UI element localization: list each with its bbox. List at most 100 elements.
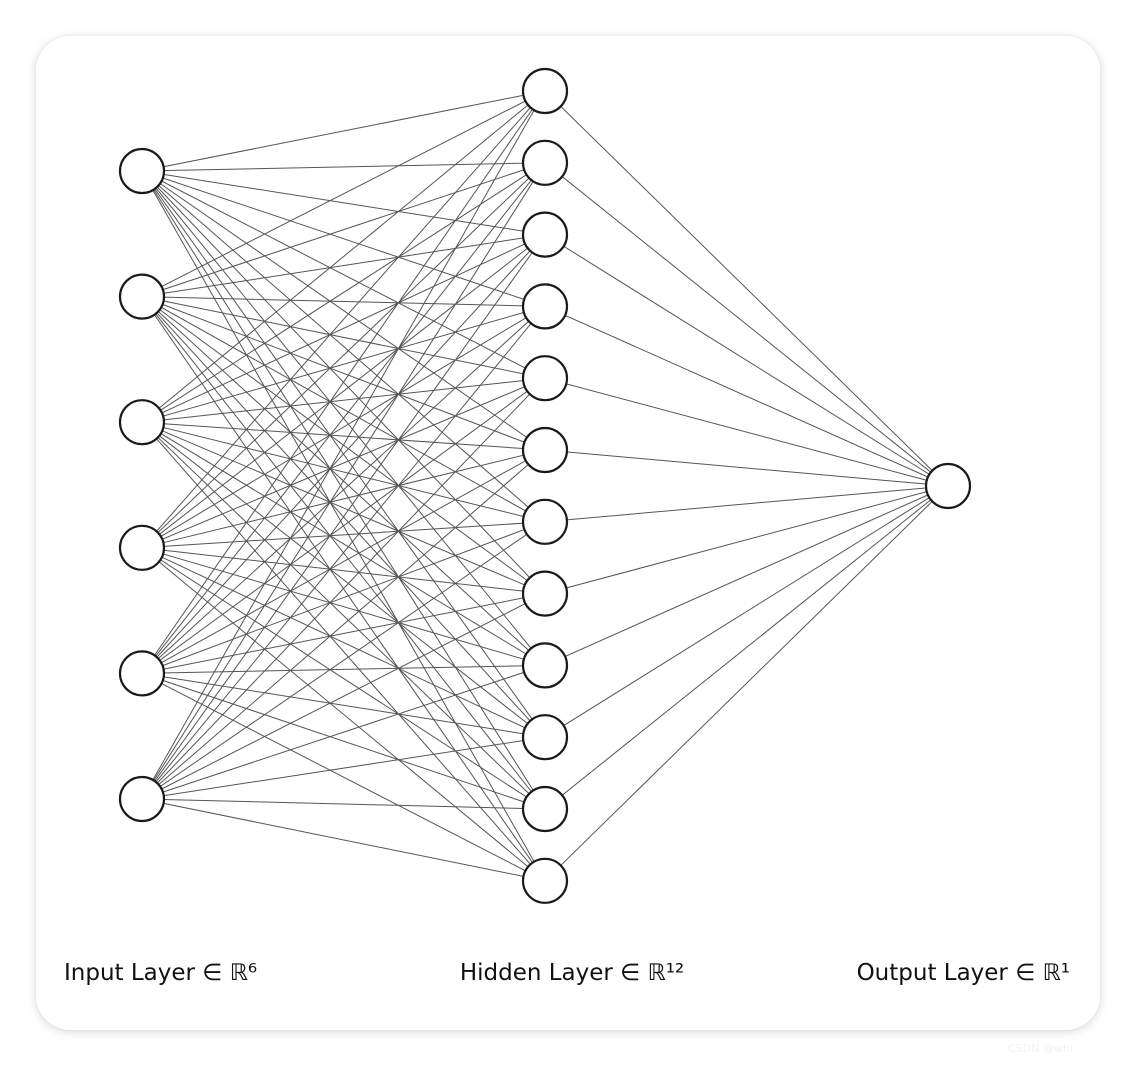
edge-input-5-to-hidden-6 [141, 521, 546, 800]
input-node-4 [118, 524, 166, 571]
hidden-node-7 [521, 498, 569, 545]
edge-input-2-to-hidden-5 [141, 421, 546, 451]
edge-input-4-to-hidden-4 [141, 377, 546, 674]
edge-input-4-to-hidden-8 [141, 664, 546, 674]
hidden-node-9 [521, 642, 569, 689]
edge-input-4-to-hidden-5 [141, 449, 546, 674]
hidden-node-4 [521, 283, 569, 330]
edge-input-3-to-hidden-2 [141, 234, 546, 549]
edge-input-4-to-hidden-1 [141, 162, 546, 674]
watermark-text: CSDN @whi [1008, 1042, 1073, 1055]
edge-input-5-to-hidden-1 [141, 162, 546, 800]
edge-input-4-to-hidden-0 [141, 90, 546, 674]
edge-input-0-to-hidden-2 [141, 170, 546, 236]
edge-input-2-to-hidden-1 [141, 162, 546, 423]
hidden-layer-label: Hidden Layer ∈ ℝ¹² [460, 960, 684, 986]
edge-hidden-1-to-output-0 [544, 162, 949, 487]
edge-input-3-to-hidden-3 [141, 305, 546, 549]
edge-input-4-to-hidden-11 [141, 672, 546, 882]
edge-input-0-to-hidden-6 [141, 170, 546, 523]
hidden-node-1 [521, 67, 569, 115]
edge-input-2-to-hidden-7 [141, 421, 546, 595]
hidden-node-3 [521, 211, 569, 258]
edge-hidden-5-to-output-0 [544, 449, 949, 487]
edge-input-0-to-hidden-4 [141, 170, 546, 379]
output-layer-label: Output Layer ∈ ℝ¹ [857, 960, 1070, 986]
hidden-node-6 [521, 426, 569, 474]
edge-input-2-to-hidden-4 [141, 377, 546, 423]
edge-input-0-to-hidden-1 [141, 162, 546, 172]
edge-input-1-to-hidden-3 [141, 296, 546, 307]
edge-input-5-to-hidden-2 [141, 234, 546, 800]
edge-hidden-7-to-output-0 [544, 485, 949, 595]
edge-input-5-to-hidden-8 [141, 664, 546, 800]
edge-input-2-to-hidden-2 [141, 234, 546, 423]
edge-input-3-to-hidden-8 [141, 547, 546, 666]
edge-input-2-to-hidden-3 [141, 305, 546, 423]
edge-input-4-to-hidden-3 [141, 306, 546, 674]
edge-input-4-to-hidden-10 [141, 672, 546, 810]
edge-input-3-to-hidden-5 [141, 449, 546, 549]
hidden-node-10 [521, 714, 569, 761]
edge-input-1-to-hidden-0 [141, 90, 546, 298]
edge-input-3-to-hidden-1 [141, 162, 546, 549]
edge-input-1-to-hidden-2 [141, 234, 546, 298]
edge-input-5-to-hidden-3 [141, 306, 546, 800]
input-node-6 [118, 775, 166, 823]
edge-input-3-to-hidden-9 [141, 547, 546, 738]
hidden-node-12 [521, 857, 569, 904]
hidden-node-5 [521, 355, 569, 402]
edge-input-0-to-hidden-5 [141, 170, 546, 451]
edge-input-4-to-hidden-6 [141, 521, 546, 674]
input-node-5 [118, 650, 166, 697]
hidden-node-2 [521, 139, 569, 186]
edge-input-4-to-hidden-7 [141, 593, 546, 674]
edge-hidden-3-to-output-0 [544, 305, 949, 487]
edges-group [141, 90, 949, 882]
edge-input-3-to-hidden-10 [141, 547, 546, 810]
input-layer-label: Input Layer ∈ ℝ⁶ [64, 960, 257, 986]
edge-input-1-to-hidden-1 [141, 162, 546, 298]
edge-input-5-to-hidden-7 [141, 593, 546, 800]
edge-input-2-to-hidden-11 [141, 421, 546, 882]
edge-hidden-6-to-output-0 [544, 485, 949, 523]
edge-hidden-11-to-output-0 [544, 485, 949, 882]
edge-hidden-8-to-output-0 [544, 485, 949, 666]
edge-input-5-to-hidden-9 [141, 736, 546, 800]
edge-input-2-to-hidden-9 [141, 421, 546, 738]
edge-input-1-to-hidden-6 [141, 296, 546, 523]
input-node-2 [118, 273, 166, 320]
edge-input-2-to-hidden-6 [141, 421, 546, 523]
edge-input-2-to-hidden-10 [141, 421, 546, 810]
edge-input-1-to-hidden-5 [141, 296, 546, 451]
edge-input-3-to-hidden-6 [141, 521, 546, 549]
edge-input-0-to-hidden-3 [141, 170, 546, 307]
edge-input-5-to-hidden-4 [141, 377, 546, 800]
edge-input-5-to-hidden-11 [141, 798, 546, 882]
input-node-3 [118, 399, 166, 446]
edge-input-2-to-hidden-8 [141, 421, 546, 666]
edge-input-5-to-hidden-0 [141, 90, 546, 800]
hidden-node-11 [521, 785, 569, 833]
diagram-card [36, 36, 1100, 1030]
edge-input-5-to-hidden-5 [141, 449, 546, 800]
input-node-1 [118, 147, 166, 195]
nodes-group [118, 67, 972, 904]
edge-input-3-to-hidden-4 [141, 377, 546, 549]
edge-input-2-to-hidden-0 [141, 90, 546, 423]
edge-input-5-to-hidden-10 [141, 798, 546, 810]
edge-input-4-to-hidden-2 [141, 234, 546, 674]
edge-hidden-2-to-output-0 [544, 234, 949, 487]
edge-input-3-to-hidden-0 [141, 90, 546, 549]
edge-input-0-to-hidden-0 [141, 90, 546, 172]
edge-input-1-to-hidden-4 [141, 296, 546, 379]
edge-input-3-to-hidden-7 [141, 547, 546, 595]
edge-hidden-4-to-output-0 [544, 377, 949, 487]
hidden-node-8 [521, 570, 569, 617]
edge-hidden-10-to-output-0 [544, 485, 949, 810]
edge-hidden-0-to-output-0 [544, 90, 949, 487]
edge-hidden-9-to-output-0 [544, 485, 949, 738]
edge-input-4-to-hidden-9 [141, 672, 546, 738]
